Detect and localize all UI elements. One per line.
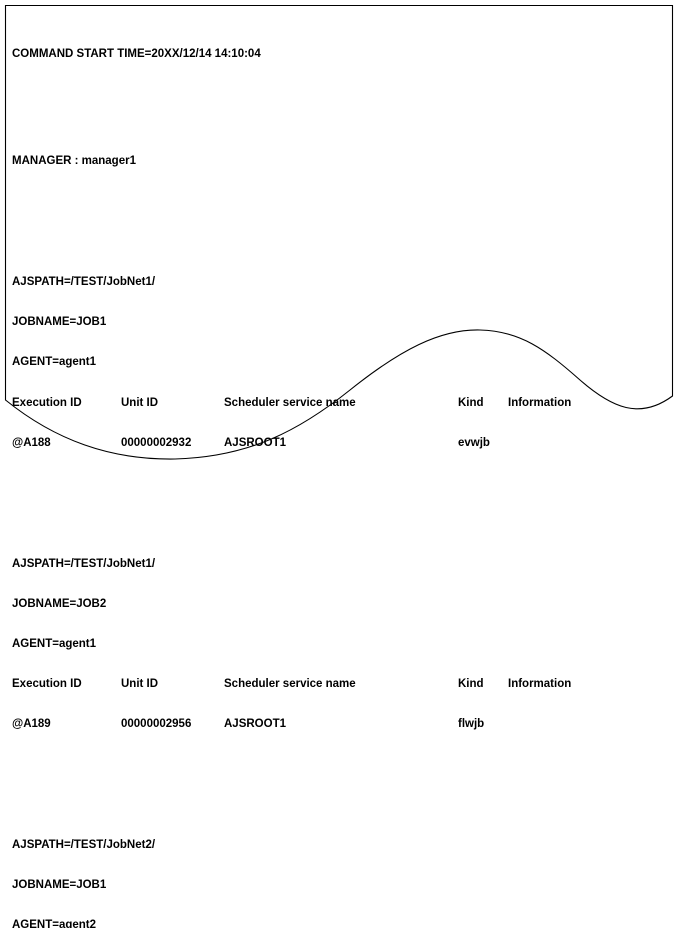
cell-unit-id: 00000002956 bbox=[121, 718, 192, 731]
command-start-time-line: COMMAND START TIME=20XX/12/14 14:10:04 bbox=[12, 48, 261, 61]
column-header-kind: Kind bbox=[458, 396, 484, 409]
column-header-execution-id: Execution ID bbox=[12, 396, 82, 409]
spacer-2 bbox=[12, 209, 668, 222]
column-header-scheduler-service-name: Scheduler service name bbox=[224, 396, 356, 409]
command-output-text: COMMAND START TIME=20XX/12/14 14:10:04 M… bbox=[12, 8, 668, 928]
cell-scheduler-service-name: AJSROOT1 bbox=[224, 436, 286, 449]
agent-line-1: AGENT=agent1 bbox=[12, 356, 97, 369]
cell-scheduler-service-name: AJSROOT1 bbox=[224, 718, 286, 731]
jobname-line-3: JOBNAME=JOB1 bbox=[12, 879, 107, 892]
ajspath-line-1: AJSPATH=/TEST/JobNet1/ bbox=[12, 276, 156, 289]
jobname-line-2: JOBNAME=JOB2 bbox=[12, 597, 107, 610]
column-header-scheduler-service-name: Scheduler service name bbox=[224, 678, 356, 691]
cell-kind: flwjb bbox=[458, 718, 485, 731]
cell-execution-id: @A188 bbox=[12, 436, 51, 449]
cell-unit-id: 00000002932 bbox=[121, 436, 192, 449]
cell-execution-id: @A189 bbox=[12, 718, 51, 731]
spacer-3 bbox=[12, 490, 668, 503]
agent-line-3: AGENT=agent2 bbox=[12, 919, 97, 928]
column-header-unit-id: Unit ID bbox=[121, 396, 159, 409]
ajspath-line-3: AJSPATH=/TEST/JobNet2/ bbox=[12, 838, 156, 851]
table-row: @A189 00000002956 AJSROOT1 flwjb bbox=[12, 718, 668, 731]
table-row: @A188 00000002932 AJSROOT1 evwjb bbox=[12, 437, 668, 450]
column-header-information: Information bbox=[508, 396, 572, 409]
column-header-execution-id: Execution ID bbox=[12, 678, 82, 691]
column-header-information: Information bbox=[508, 678, 572, 691]
output-screen: COMMAND START TIME=20XX/12/14 14:10:04 M… bbox=[4, 4, 674, 928]
agent-line-2: AGENT=agent1 bbox=[12, 637, 97, 650]
spacer-1 bbox=[12, 102, 668, 115]
column-header-kind: Kind bbox=[458, 678, 484, 691]
table-header-2: Execution ID Unit ID Scheduler service n… bbox=[12, 678, 668, 691]
cell-kind: evwjb bbox=[458, 436, 490, 449]
table-header-1: Execution ID Unit ID Scheduler service n… bbox=[12, 397, 668, 410]
spacer-4 bbox=[12, 772, 668, 785]
column-header-unit-id: Unit ID bbox=[121, 678, 159, 691]
ajspath-line-2: AJSPATH=/TEST/JobNet1/ bbox=[12, 557, 156, 570]
jobname-line-1: JOBNAME=JOB1 bbox=[12, 316, 107, 329]
manager-line: MANAGER : manager1 bbox=[12, 155, 136, 168]
